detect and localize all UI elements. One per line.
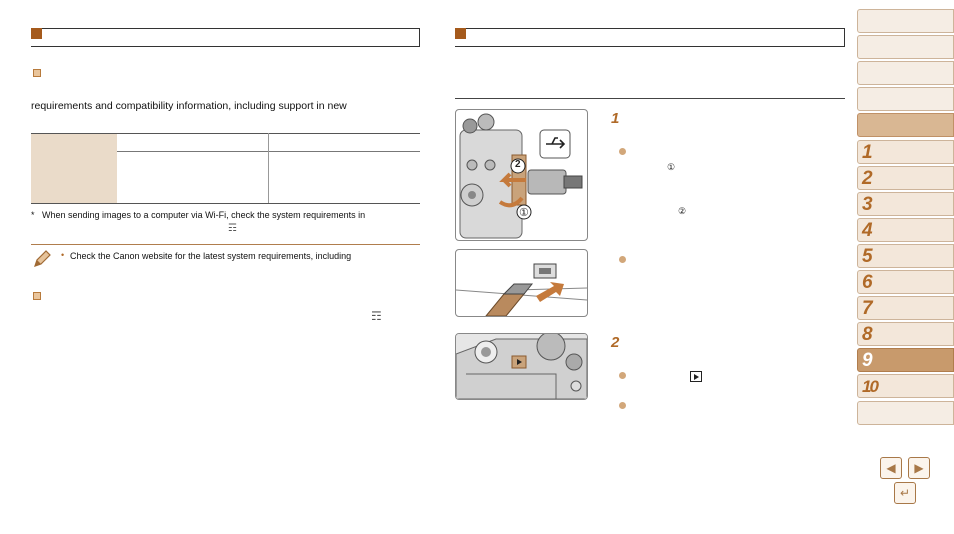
requirements-text: requirements and compatibility informati… <box>31 100 347 112</box>
sidebar-tab-cover[interactable] <box>857 9 954 33</box>
sidebar-tab-basic-guide[interactable] <box>857 113 954 137</box>
back-button[interactable]: ↵ <box>894 482 916 504</box>
chapter-2-label: 2 <box>862 168 873 189</box>
sidebar-tab-chapter-2[interactable]: 2 <box>857 166 954 190</box>
book-ref-icon-2[interactable]: ☶ <box>371 309 382 323</box>
note-text: Check the Canon website for the latest s… <box>70 251 352 261</box>
callout-ref-1: ① <box>667 162 676 172</box>
right-divider-rule <box>455 98 845 99</box>
chapter-10-label: 10 <box>862 377 879 396</box>
table-label-cell <box>31 133 117 203</box>
sidebar-tab-chapter-10[interactable]: 10 <box>857 374 954 398</box>
chapter-9-label: 9 <box>862 350 873 371</box>
prev-page-button[interactable]: ◀ <box>880 457 902 479</box>
chapter-8-label: 8 <box>862 324 873 345</box>
footnote-text: When sending images to a computer via Wi… <box>42 210 366 220</box>
photo-callout-1: ① <box>519 207 529 219</box>
note-top-rule <box>31 244 420 245</box>
chapter-6-label: 6 <box>862 272 873 293</box>
pencil-note-icon <box>31 248 53 270</box>
sidebar-tab-contents[interactable] <box>857 87 954 111</box>
chapter-4-label: 4 <box>862 220 873 241</box>
subsection-marker-icon-2 <box>33 292 41 300</box>
sidebar-tab-appendix[interactable] <box>857 401 954 425</box>
playback-button-icon <box>690 371 702 382</box>
section-marker-icon <box>31 28 42 39</box>
subsection-marker-icon <box>33 69 41 77</box>
table-top-rule <box>31 133 420 134</box>
step-number-2: 2 <box>611 334 620 351</box>
sidebar-tab-chapter-7[interactable]: 7 <box>857 296 954 320</box>
step1-bullet-a <box>619 148 626 155</box>
step2-bullet-b <box>619 402 626 409</box>
sidebar-tab-chapter-1[interactable]: 1 <box>857 140 954 164</box>
note-bullet: • <box>61 250 65 260</box>
sidebar-tab-chapter-4[interactable]: 4 <box>857 218 954 242</box>
chapter-7-label: 7 <box>862 298 873 319</box>
sidebar-tab-chapter-6[interactable]: 6 <box>857 270 954 294</box>
table-bottom-rule <box>31 203 420 204</box>
section-header-left <box>31 28 420 47</box>
table-divider <box>268 133 269 203</box>
next-page-button[interactable]: ▶ <box>908 457 930 479</box>
camera-back-photo <box>455 333 588 400</box>
camera-usb-photo: 2 ① <box>455 109 588 241</box>
sidebar-tab-chapter-9[interactable]: 9 <box>857 348 954 372</box>
chapter-1-label: 1 <box>862 142 873 163</box>
usb-plug-photo <box>455 249 588 317</box>
footnote-mark: * <box>31 210 35 220</box>
chapter-3-label: 3 <box>862 194 873 215</box>
chapter-5-label: 5 <box>862 246 873 267</box>
section-marker-icon-right <box>455 28 466 39</box>
sidebar-tab-chapter-8[interactable]: 8 <box>857 322 954 346</box>
step2-bullet-a <box>619 372 626 379</box>
step-number-1: 1 <box>611 110 620 127</box>
step1-bullet-b <box>619 256 626 263</box>
callout-ref-2: ② <box>678 206 687 216</box>
sidebar-tab-before-use[interactable] <box>857 35 954 59</box>
photo-callout-2: 2 <box>515 159 521 170</box>
book-ref-icon[interactable]: ☶ <box>228 223 237 234</box>
sidebar-tab-chapter-5[interactable]: 5 <box>857 244 954 268</box>
sidebar-tab-chapter-3[interactable]: 3 <box>857 192 954 216</box>
section-header-right <box>455 28 845 47</box>
sidebar-tab-common-ops[interactable] <box>857 61 954 85</box>
